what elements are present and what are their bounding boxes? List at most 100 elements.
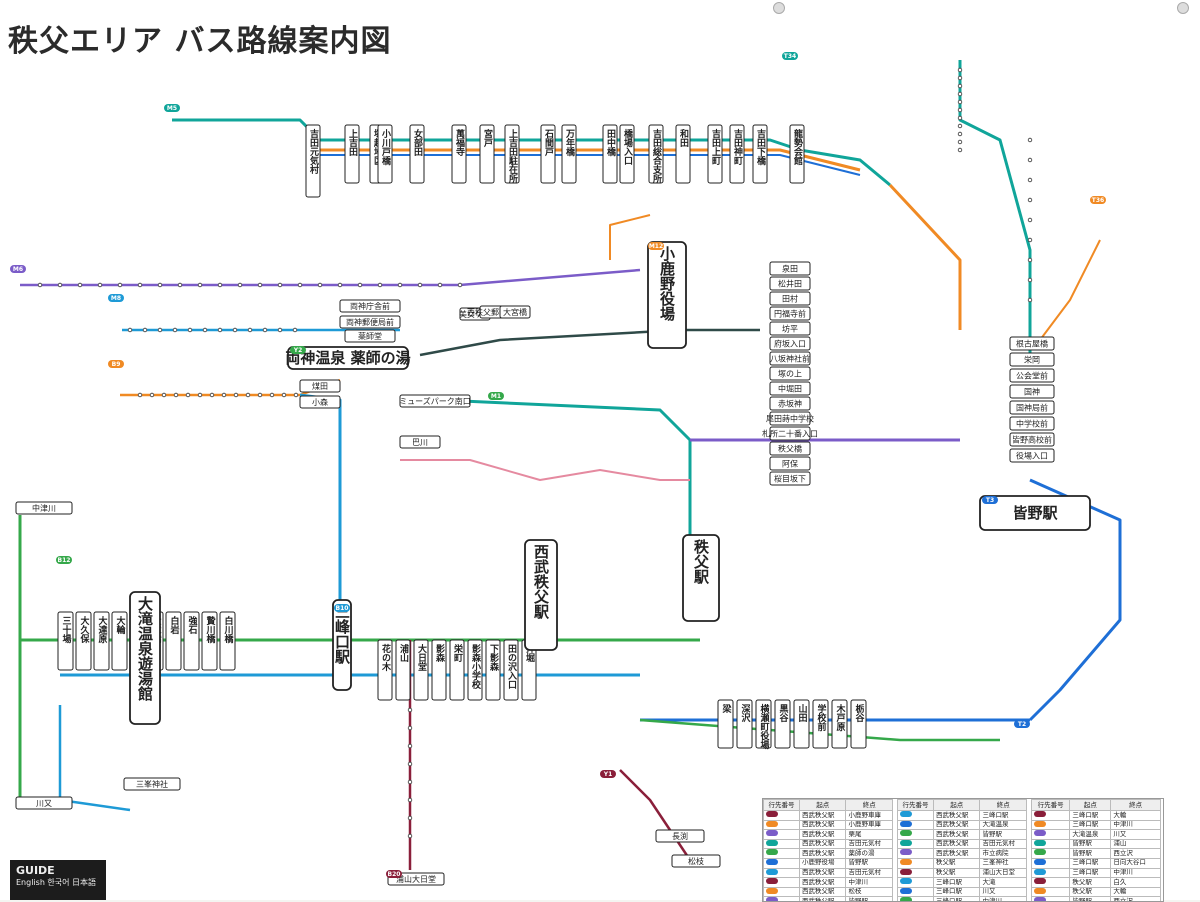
legend-cell: 秩父駅 xyxy=(1069,877,1112,888)
legend-badge-cell xyxy=(1030,838,1071,850)
center-stop: 赤坂神 xyxy=(769,396,811,411)
legend-cell: 皆野駅 xyxy=(979,829,1027,840)
stop-box xyxy=(812,699,829,749)
legend-row: 西武秩父駅小鹿野車庫 xyxy=(763,810,893,821)
stop-dot xyxy=(293,392,299,398)
stop-dot xyxy=(262,327,268,333)
route-line-urayama-east xyxy=(1039,239,1101,341)
route-code-badge: B10 xyxy=(334,604,350,612)
legend-route-badge xyxy=(766,888,778,894)
stop-dot xyxy=(137,282,143,288)
stop-box xyxy=(201,611,218,671)
stop-dot xyxy=(407,779,413,785)
legend-cell: 小鹿野車庫 xyxy=(845,810,893,821)
center-stop: 松井田 xyxy=(769,276,811,291)
route-line-orange-spur xyxy=(609,214,651,260)
route-legend-table: 行先番号起点終点 西武秩父駅小鹿野車庫西武秩父駅小鹿野車庫西武秩父駅栗尾西武秩父… xyxy=(762,798,1164,902)
legend-cell: 中津川 xyxy=(1110,819,1161,831)
terminal-matsueda: 松枝 xyxy=(671,854,721,868)
stop-box xyxy=(769,336,811,351)
legend-route-badge xyxy=(900,830,912,837)
stop-box xyxy=(1009,400,1055,415)
badge-shape xyxy=(782,52,798,60)
stop-name: 札所二十番入口 xyxy=(762,429,818,439)
stop-box xyxy=(602,124,618,184)
stop-box xyxy=(451,124,467,184)
stop-dot xyxy=(407,833,413,839)
stop-box xyxy=(729,124,745,184)
legend-badge-cell xyxy=(897,829,934,840)
stop-name: 万年橋 xyxy=(564,129,576,157)
stop-box xyxy=(183,611,200,671)
stop-box xyxy=(57,611,74,671)
legend-row: 三峰口駅日向大谷口 xyxy=(1030,857,1161,869)
south-stop: 花の木 xyxy=(377,639,393,701)
route-code-badge: M8 xyxy=(108,294,124,302)
station-ryokami-onsen: 両神温泉 薬師の湯 xyxy=(285,346,411,370)
stop-box xyxy=(499,305,531,319)
stop-dot xyxy=(245,392,251,398)
legend-badge-cell xyxy=(763,877,800,888)
stop-name: 塚の上 xyxy=(778,370,802,379)
stop-box xyxy=(1009,336,1055,351)
legend-route-badge xyxy=(1034,897,1046,901)
stop-dot xyxy=(233,392,239,398)
stop-name: 坊平 xyxy=(782,324,798,334)
stop-box xyxy=(504,124,520,184)
terminal-nakatsugawa: 中津川 xyxy=(15,501,73,515)
stop-box xyxy=(344,124,360,184)
legend-badge-cell xyxy=(1030,886,1071,898)
stop-box xyxy=(467,639,483,701)
legend-row: 西武秩父駅吉田元気村 xyxy=(763,838,893,850)
lower-right-stop: 深沢 xyxy=(736,699,753,749)
center-stop: 泉田 xyxy=(769,261,811,276)
stop-box xyxy=(431,639,447,701)
legend-header: 行先番号 xyxy=(1030,799,1071,811)
stop-box xyxy=(123,777,181,791)
stop-box xyxy=(769,456,811,471)
stop-box xyxy=(769,381,811,396)
legend-route-badge xyxy=(900,811,912,817)
stop-box xyxy=(93,611,110,671)
north-stop: 橋場入口 xyxy=(619,124,635,184)
badge-code: M1 xyxy=(491,393,501,400)
legend-table: 行先番号起点終点 西武秩父駅小鹿野車庫西武秩父駅小鹿野車庫西武秩父駅栗尾西武秩父… xyxy=(763,799,893,901)
legend-badge-cell xyxy=(763,867,800,879)
stop-name: 松枝 xyxy=(688,856,704,866)
stop-dot xyxy=(187,327,193,333)
stop-dot xyxy=(157,327,163,333)
legend-cell: 西武秩父駅 xyxy=(932,819,981,831)
legend-row: 皆野駅浦山 xyxy=(1030,838,1161,850)
badge-code: Y1 xyxy=(603,771,613,778)
legend-table: 行先番号起点終点 西武秩父駅三峰口駅西武秩父駅大滝温泉西武秩父駅皆野駅西武秩父駅… xyxy=(897,799,1027,901)
stop-name: 長渕 xyxy=(672,831,688,841)
terminal-mitsumine-shrine: 三峯神社 xyxy=(123,777,181,791)
legend-route-badge xyxy=(766,821,778,827)
north-stop: 宮戸 xyxy=(479,124,495,184)
legend-badge-cell xyxy=(763,896,800,901)
legend-column: 行先番号起点終点 西武秩父駅小鹿野車庫西武秩父駅小鹿野車庫西武秩父駅栗尾西武秩父… xyxy=(763,799,893,901)
route-code-badge: M12 xyxy=(648,242,664,250)
stop-name: 橋場入口 xyxy=(622,128,634,166)
stop-box xyxy=(344,329,396,343)
stop-name: 薬師堂 xyxy=(358,331,382,341)
stop-dot xyxy=(957,83,963,89)
legend-row: 西武秩父駅市立病院 xyxy=(897,848,1027,859)
stop-dot xyxy=(1027,217,1033,223)
stop-name: 三峯神社 xyxy=(136,779,168,789)
legend-header: 終点 xyxy=(1110,799,1161,811)
legend-row: 大滝温泉川又 xyxy=(1030,829,1161,840)
mid-stop: 薬師堂 xyxy=(344,329,396,343)
stop-name: 西秩父郵便局前 xyxy=(467,307,523,317)
legend-badge-cell xyxy=(1030,867,1071,879)
legend-cell: 三峰口駅 xyxy=(1069,857,1112,869)
stop-name: 下影森 xyxy=(488,644,499,672)
stop-dot xyxy=(1027,297,1033,303)
stop-name: 吉田上町 xyxy=(710,128,721,166)
stop-dot xyxy=(221,392,227,398)
legend-cell: 西武秩父駅 xyxy=(798,838,847,850)
badge-shape xyxy=(1014,720,1030,728)
terminal-nagafuchi: 長渕 xyxy=(655,829,705,843)
legend-cell: 西武秩父駅 xyxy=(798,848,847,859)
